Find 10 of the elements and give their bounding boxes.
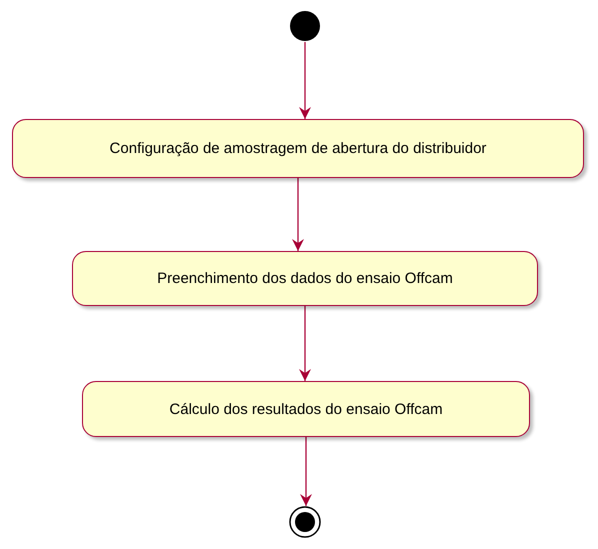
arrow: [300, 437, 312, 506]
activity-label: Preenchimento dos dados do ensaio Offcam: [157, 270, 453, 287]
activity-box: [82, 381, 530, 437]
arrow: [299, 306, 311, 381]
activity-box: [72, 251, 538, 306]
arrow: [292, 178, 304, 251]
activity-label: Cálculo dos resultados do ensaio Offcam: [169, 400, 443, 418]
activity-box: [12, 119, 584, 178]
arrow: [299, 42, 311, 119]
activity-label: Configuração de amostragem de abertura do distribuidor: [110, 140, 486, 157]
